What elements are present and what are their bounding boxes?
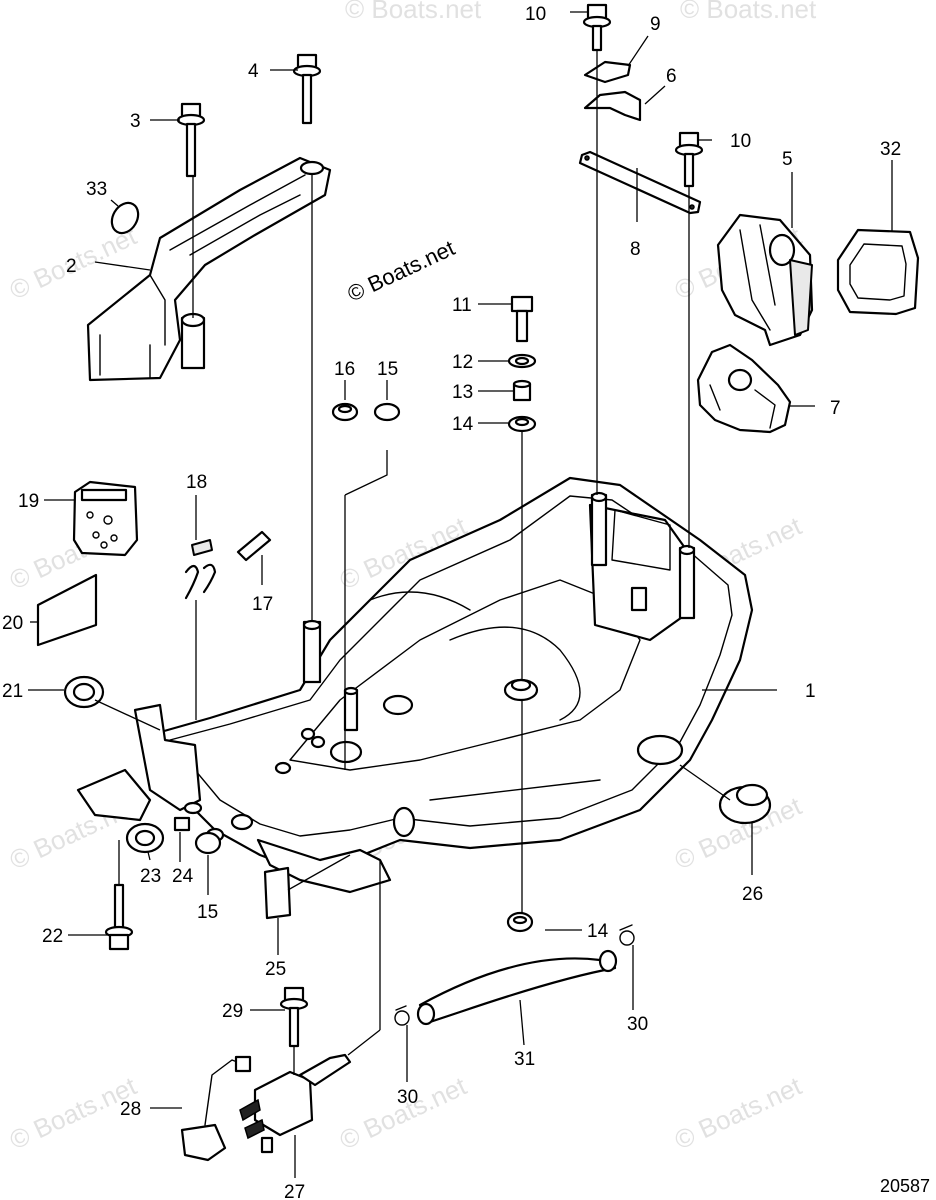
part-17-decal: [236, 530, 272, 562]
part-15-plug-upper: [373, 402, 401, 422]
callout-33: 33: [86, 179, 107, 200]
part-10-bolt-lower: [674, 131, 704, 188]
callout-19: 19: [18, 491, 39, 512]
callout-14-upper: 14: [452, 414, 474, 435]
watermark: © Boats.net: [670, 1070, 807, 1155]
callout-15-upper: 15: [377, 359, 398, 380]
callout-1: 1: [805, 681, 816, 702]
callout-27: 27: [284, 1182, 305, 1200]
callout-14-lower: 14: [587, 921, 609, 942]
part-29-bolt: [279, 986, 309, 1048]
part-24-clip: [173, 816, 191, 832]
part-15-plug-lower: [194, 831, 222, 855]
callout-4: 4: [248, 61, 259, 82]
callout-25: 25: [265, 959, 286, 980]
watermark: © Boats.net: [345, 0, 482, 24]
callout-31: 31: [514, 1049, 535, 1070]
callout-labels: 1 2 3 4 5 6 7 8 9 10 10 11 12 13 14 14 1…: [2, 4, 901, 1200]
callout-28: 28: [120, 1099, 141, 1120]
part-23-grommet: [125, 822, 165, 854]
callout-29: 29: [222, 1001, 243, 1022]
part-14-grommet-upper: [507, 415, 537, 433]
callout-13: 13: [452, 382, 473, 403]
part-12-washer: [507, 353, 537, 369]
callout-3: 3: [130, 111, 141, 132]
part-30-clamp-right: [619, 924, 635, 946]
part-3-bolt: [176, 102, 206, 178]
copyright-label: © Boats.net: [344, 235, 459, 306]
watermark: © Boats.net: [335, 1070, 472, 1155]
callout-21: 21: [2, 681, 23, 702]
part-31-hose: [416, 949, 618, 1026]
drawing-number: 20587: [880, 1176, 930, 1196]
callout-24: 24: [172, 866, 194, 887]
callout-30-left: 30: [397, 1087, 418, 1108]
part-4-bolt: [292, 53, 322, 125]
callout-16: 16: [334, 359, 355, 380]
part-18-decal: [184, 539, 217, 600]
callout-20: 20: [2, 613, 23, 634]
callout-12: 12: [452, 352, 473, 373]
part-13-spacer: [512, 379, 532, 402]
callout-7: 7: [830, 398, 841, 419]
part-20-decal: [36, 573, 98, 647]
callout-17: 17: [252, 594, 273, 615]
part-14-grommet-lower: [506, 911, 534, 933]
part-8-link-bar: [578, 150, 702, 215]
callout-10-lower: 10: [730, 131, 751, 152]
callout-2: 2: [66, 256, 77, 277]
part-25-decal: [263, 866, 292, 920]
part-2-bracket: [86, 156, 332, 382]
part-30-clamp-left: [394, 1005, 410, 1026]
leader-lines: [28, 11, 893, 1178]
part-6-clamp: [583, 90, 642, 122]
callout-6: 6: [666, 66, 677, 87]
part-28-cap: [180, 1055, 252, 1162]
callout-5: 5: [782, 149, 793, 170]
part-33-oval-decal: [110, 201, 140, 235]
part-10-bolt-upper: [582, 3, 612, 52]
callout-8: 8: [630, 239, 641, 260]
part-16-grommet: [331, 402, 359, 422]
part-19-panel: [72, 480, 139, 557]
part-7-lever-housing: [696, 343, 792, 434]
callout-15-lower: 15: [197, 902, 218, 923]
callout-30-right: 30: [627, 1014, 648, 1035]
callout-22: 22: [42, 926, 63, 947]
callout-10-upper: 10: [525, 4, 546, 25]
part-22-bolt: [104, 883, 134, 951]
part-27-fuel-connector: [239, 1053, 352, 1154]
callout-18: 18: [186, 472, 207, 493]
callout-11: 11: [452, 295, 472, 316]
callout-32: 32: [880, 139, 901, 160]
callout-9: 9: [650, 14, 661, 35]
part-21-grommet: [63, 675, 105, 709]
callout-26: 26: [742, 884, 763, 905]
part-9-clip: [583, 60, 632, 84]
part-5-assembly: [716, 213, 814, 347]
part-32-seal: [836, 228, 920, 316]
watermark: © Boats.net: [680, 0, 817, 24]
part-26-grommet: [718, 783, 772, 825]
callout-23: 23: [140, 866, 161, 887]
part-11-bolt: [510, 295, 534, 343]
